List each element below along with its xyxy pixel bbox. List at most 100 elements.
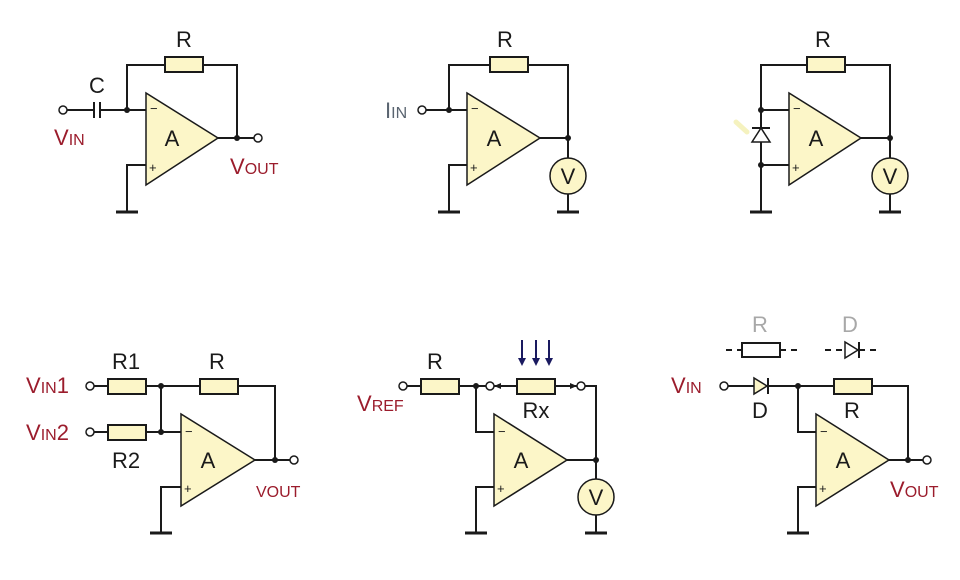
feedback-wire bbox=[760, 64, 807, 110]
opamp bbox=[145, 91, 220, 187]
circuit-current-to-voltage: R A − + V IIN bbox=[385, 27, 587, 214]
photodiode-icon bbox=[750, 126, 772, 143]
output-terminal[interactable] bbox=[253, 133, 263, 143]
feedback-wire bbox=[528, 64, 569, 138]
ground-wire bbox=[797, 486, 816, 533]
alt-diode-label: D bbox=[842, 312, 858, 337]
inverting-wire bbox=[475, 386, 494, 433]
resistor-r2 bbox=[107, 424, 147, 441]
resistor-r bbox=[489, 56, 529, 73]
input-terminal[interactable] bbox=[417, 105, 427, 115]
junction bbox=[272, 457, 278, 463]
opamp bbox=[493, 412, 569, 508]
voltmeter-label: V bbox=[589, 485, 604, 510]
circuit-summing-amplifier: R1 R R2 A − + VIN1 VIN2 VOUT bbox=[26, 349, 301, 535]
inverting-sign: − bbox=[150, 101, 158, 116]
inverting-sign: − bbox=[820, 424, 828, 439]
vout-label: VOUT bbox=[256, 484, 301, 501]
feedback-wire bbox=[126, 64, 165, 110]
light-glow-icon bbox=[733, 119, 750, 135]
resistor-r bbox=[833, 378, 873, 395]
feedback-wire bbox=[238, 385, 276, 460]
noninverting-sign: + bbox=[184, 481, 192, 496]
junction bbox=[158, 429, 164, 435]
inverting-sign: − bbox=[498, 424, 506, 439]
resistor-r bbox=[806, 56, 846, 73]
opamp-label: A bbox=[165, 126, 180, 151]
input-terminal[interactable] bbox=[58, 105, 68, 115]
vin1-label: VIN1 bbox=[26, 373, 69, 398]
lead-arrow-icon bbox=[570, 383, 577, 389]
opamp-label: A bbox=[514, 448, 529, 473]
feedback-wire bbox=[585, 385, 597, 460]
opamp-label: A bbox=[809, 126, 824, 151]
inverting-sign: − bbox=[185, 424, 193, 439]
ground-wire bbox=[126, 164, 146, 212]
opamp bbox=[180, 412, 257, 508]
opamp-label: A bbox=[487, 126, 502, 151]
vref-label: VREF bbox=[357, 391, 404, 416]
alt-diode-icon bbox=[844, 340, 860, 360]
noninverting-sign: + bbox=[792, 160, 800, 175]
diode-icon bbox=[753, 376, 769, 396]
junction bbox=[234, 135, 240, 141]
ground-wire bbox=[448, 164, 467, 212]
resistor-label: R bbox=[427, 349, 443, 374]
iin-label: IIN bbox=[385, 98, 407, 123]
feedback-wire bbox=[872, 385, 909, 460]
ground-wire bbox=[160, 486, 181, 533]
input1-terminal[interactable] bbox=[85, 381, 95, 391]
junction bbox=[446, 107, 452, 113]
opamp bbox=[788, 91, 863, 187]
resistor-label: R bbox=[497, 27, 513, 52]
diode-label: D bbox=[752, 398, 768, 423]
vin2-label: VIN2 bbox=[26, 420, 69, 445]
output-terminal[interactable] bbox=[289, 455, 299, 465]
vin-label: VIN bbox=[54, 125, 85, 150]
resistor-r1-label: R1 bbox=[112, 349, 140, 374]
feedback-wire bbox=[448, 64, 490, 110]
circuit-differentiator: R C A − + VIN VOUT bbox=[54, 27, 279, 214]
noninverting-sign: + bbox=[470, 160, 478, 175]
rx-terminal-right[interactable] bbox=[576, 381, 586, 391]
noninverting-sign: + bbox=[149, 160, 157, 175]
resistor-r-label: R bbox=[209, 349, 225, 374]
photoresistor-rx bbox=[516, 378, 556, 395]
rx-label: Rx bbox=[523, 398, 550, 423]
junction bbox=[905, 457, 911, 463]
noninverting-sign: + bbox=[819, 481, 827, 496]
vref-terminal[interactable] bbox=[398, 381, 408, 391]
feedback-wire bbox=[845, 64, 891, 138]
input-terminal[interactable] bbox=[719, 381, 729, 391]
rx-terminal-left[interactable] bbox=[485, 381, 495, 391]
resistor-r bbox=[164, 56, 204, 73]
inverting-sign: − bbox=[471, 101, 479, 116]
opamp-label: A bbox=[201, 448, 216, 473]
junction bbox=[124, 107, 130, 113]
vout-label: VOUT bbox=[890, 477, 939, 502]
vin-label: VIN bbox=[671, 373, 702, 398]
voltmeter-label: V bbox=[883, 164, 898, 189]
noninverting-sign: + bbox=[497, 481, 505, 496]
ground-wire bbox=[475, 486, 494, 533]
voltmeter-label: V bbox=[561, 164, 576, 189]
alt-resistor-label: R bbox=[752, 312, 768, 337]
feedback-wire bbox=[203, 64, 238, 138]
light-arrows-icon bbox=[518, 340, 553, 366]
lead-arrow-icon bbox=[494, 383, 501, 389]
circuit-photoresistor-measurement: R Rx A − + V VREF bbox=[357, 340, 615, 535]
inverting-wire bbox=[797, 386, 816, 433]
circuit-photodiode-amplifier: R A − + V bbox=[733, 27, 909, 214]
output-terminal[interactable] bbox=[922, 455, 932, 465]
resistor-label: R bbox=[176, 27, 192, 52]
resistor-r bbox=[420, 378, 460, 395]
opamp bbox=[466, 91, 542, 187]
input2-terminal[interactable] bbox=[85, 427, 95, 437]
circuit-logarithmic-amplifier: R D D R A − + VIN VOUT bbox=[671, 312, 939, 535]
capacitor-label: C bbox=[89, 73, 105, 98]
resistor-r bbox=[199, 378, 239, 395]
resistor-label: R bbox=[844, 398, 860, 423]
opamp bbox=[815, 412, 891, 508]
resistor-r2-label: R2 bbox=[112, 448, 140, 473]
